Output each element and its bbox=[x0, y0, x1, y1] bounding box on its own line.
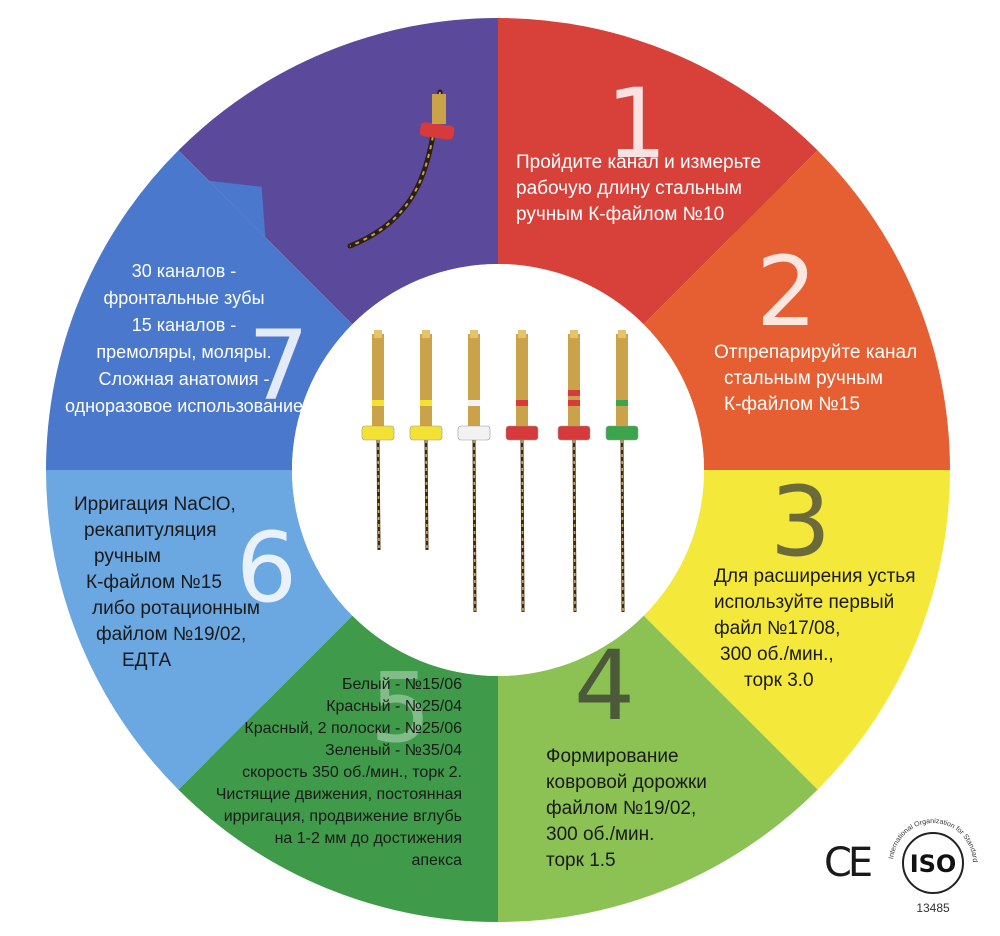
segment-step-6 bbox=[46, 470, 353, 790]
step-5-line-7: ирригация, продвижение вглубь bbox=[223, 808, 462, 825]
step-7-line-5: Сложная анатомия - bbox=[98, 369, 270, 389]
step-6-line-3: ручным bbox=[94, 546, 161, 567]
step-3-line-5: торк 3.0 bbox=[744, 670, 814, 691]
step-7-line-4: премоляры, моляры. bbox=[96, 342, 272, 362]
step-1-text: Пройдите канал и измерьте рабочую длину … bbox=[516, 150, 761, 228]
step-2-line-3: К-файлом №15 bbox=[724, 394, 860, 415]
segment-step-7-arrow bbox=[208, 180, 266, 238]
step-5-text: Белый - №15/06 Красный - №25/04 Красный,… bbox=[214, 674, 462, 872]
step-7-line-3: 15 каналов - bbox=[131, 315, 237, 335]
step-6-line-2: рекапитуляция bbox=[84, 520, 217, 541]
endo-file-yellow bbox=[361, 330, 395, 551]
step-3-number: 3 bbox=[770, 466, 832, 578]
step-7-text: 30 каналов - фронтальные зубы 15 каналов… bbox=[62, 258, 306, 420]
step-2-number: 2 bbox=[756, 236, 818, 348]
step-2-line-2: стальным ручным bbox=[724, 368, 883, 389]
step-6-number: 6 bbox=[236, 512, 298, 624]
step-4-line-3: файлом №19/02, bbox=[546, 798, 697, 819]
step-7-line-1: 30 каналов - bbox=[131, 261, 237, 281]
iso-label: ISO bbox=[910, 850, 957, 878]
segment-step-5 bbox=[178, 615, 498, 922]
step-1-number: 1 bbox=[606, 68, 668, 180]
segment-step-2 bbox=[643, 150, 950, 470]
step-2-text: Отпрепарируйте канал стальным ручным К-ф… bbox=[714, 340, 917, 418]
segment-step-3 bbox=[643, 470, 950, 790]
step-4-line-1: Формирование bbox=[546, 746, 679, 767]
step-6-line-1: Ирригация NaClO, bbox=[74, 494, 236, 515]
step-4-line-2: ковровой дорожки bbox=[546, 772, 707, 793]
step-5-line-9: апекса bbox=[411, 852, 462, 869]
step-6-line-5: либо ротационным bbox=[92, 598, 260, 619]
step-6-line-4: К-файлом №15 bbox=[86, 572, 222, 593]
endo-file-white bbox=[457, 330, 491, 613]
segment-step-4 bbox=[498, 615, 818, 922]
segment-step-7 bbox=[46, 150, 353, 470]
step-7-line-2: фронтальные зубы bbox=[103, 288, 265, 308]
step-4-line-5: торк 1.5 bbox=[546, 850, 616, 871]
step-2-line-1: Отпрепарируйте канал bbox=[714, 342, 918, 363]
endo-file-green bbox=[605, 330, 639, 613]
curved-file-illustration bbox=[347, 89, 455, 249]
step-5-line-3: Красный, 2 полоски - №25/06 bbox=[244, 720, 462, 737]
step-1-line-1: Пройдите канал и измерьте bbox=[516, 152, 762, 173]
endo-files-group bbox=[361, 330, 639, 613]
iso-logo: International Organization for Standardi… bbox=[878, 808, 978, 915]
step-5-line-4: Зеленый - №35/04 bbox=[325, 742, 462, 759]
ce-mark-logo: CE bbox=[824, 840, 873, 886]
step-3-line-3: файл №17/08, bbox=[714, 618, 841, 639]
step-3-line-4: 300 об./мин., bbox=[720, 644, 834, 665]
step-3-line-2: используйте первый bbox=[714, 592, 895, 613]
step-5-line-1: Белый - №15/06 bbox=[341, 676, 462, 693]
step-5-line-2: Красный - №25/04 bbox=[326, 698, 462, 715]
wheel-segments bbox=[46, 18, 950, 922]
step-6-line-7: ЕДТА bbox=[122, 650, 172, 671]
step-1-line-3: ручным К-файлом №10 bbox=[516, 204, 725, 225]
step-3-text: Для расширения устья используйте первый … bbox=[714, 564, 916, 694]
center-disc bbox=[292, 264, 704, 676]
step-6-text: Ирригация NaClO, рекапитуляция ручным К-… bbox=[74, 492, 260, 674]
segment-top bbox=[178, 18, 498, 325]
segment-step-1 bbox=[498, 18, 818, 325]
endo-file-yellow bbox=[409, 330, 443, 551]
step-7-number: 7 bbox=[248, 310, 310, 422]
step-5-line-8: на 1-2 мм до достижения bbox=[274, 830, 462, 847]
step-1-line-2: рабочую длину стальным bbox=[516, 178, 742, 199]
step-3-line-1: Для расширения устья bbox=[714, 566, 916, 587]
step-5-line-5: скорость 350 об./мин., торк 2. bbox=[242, 764, 462, 781]
iso-code: 13485 bbox=[916, 901, 950, 915]
step-7-line-6: одноразовое использование bbox=[64, 396, 304, 416]
step-5-number: 5 bbox=[370, 652, 432, 764]
step-5-line-6: Чистящие движения, постоянная bbox=[215, 786, 462, 803]
endo-file-red-2 bbox=[557, 330, 591, 613]
endo-file-red bbox=[505, 330, 539, 613]
step-4-text: Формирование ковровой дорожки файлом №19… bbox=[546, 744, 707, 874]
step-4-line-4: 300 об./мин. bbox=[546, 824, 655, 845]
step-4-number: 4 bbox=[574, 630, 636, 742]
step-6-line-6: файлом №19/02, bbox=[96, 624, 247, 645]
